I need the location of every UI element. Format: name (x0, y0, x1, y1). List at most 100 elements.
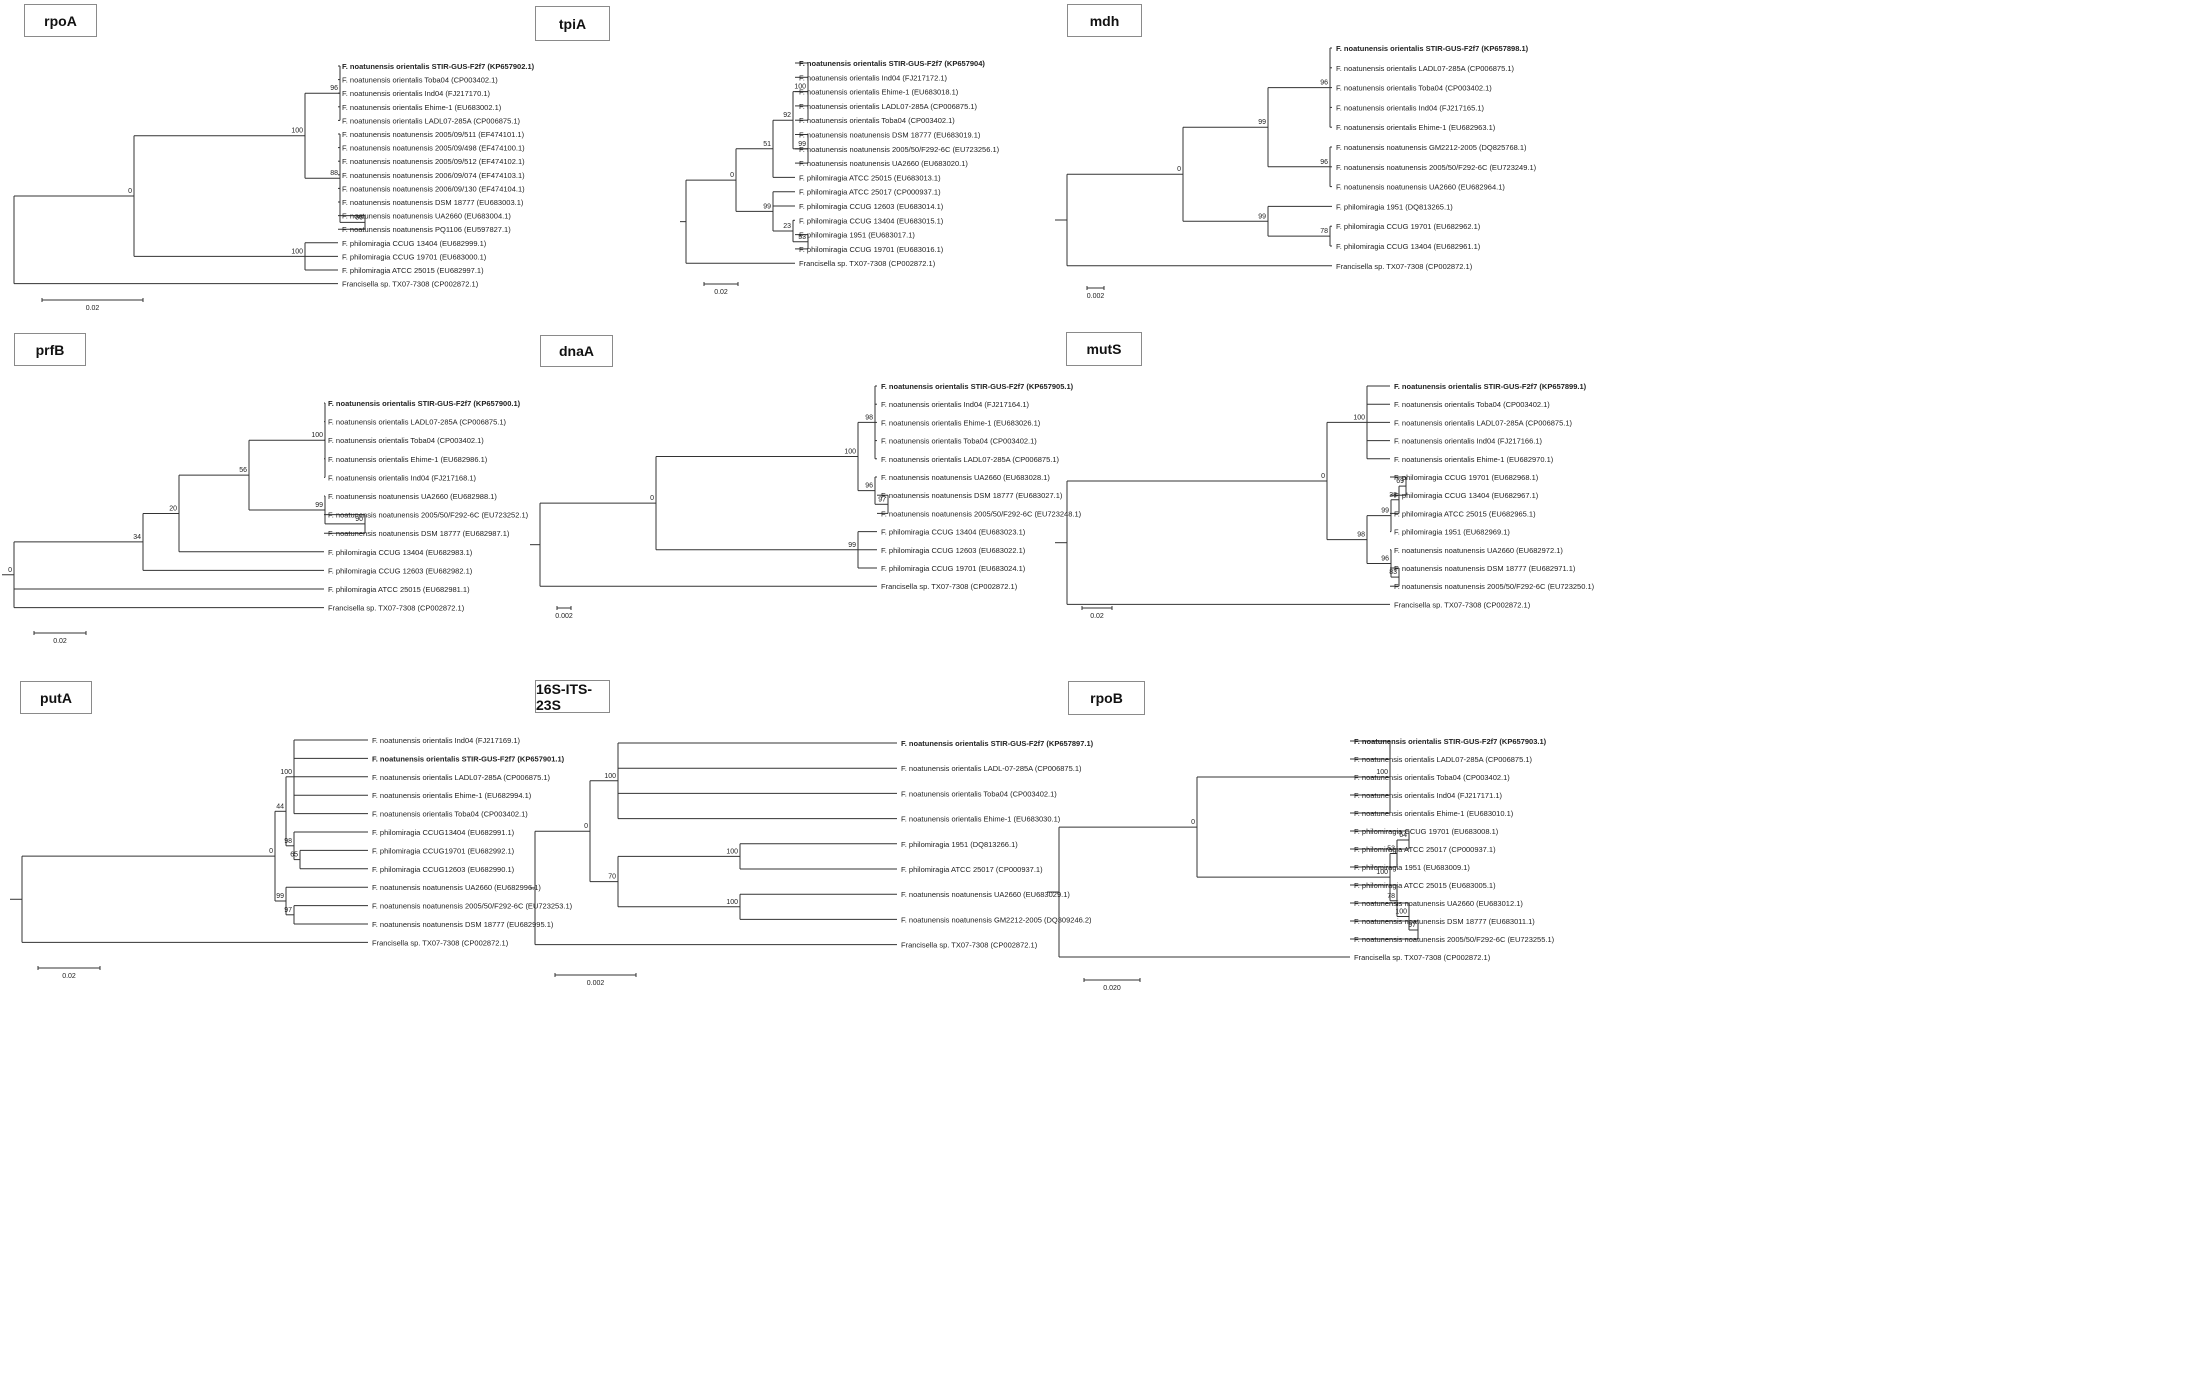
taxon-label: F. philomiragia 1951 (DQ813266.1) (901, 840, 1018, 849)
bootstrap-value: 100 (726, 899, 738, 906)
taxon-label: F. noatunensis orientalis Toba04 (CP0034… (342, 76, 498, 85)
taxon-label: F. noatunensis orientalis Ind04 (FJ21717… (342, 89, 491, 98)
bootstrap-value: 98 (284, 838, 292, 845)
taxon-label: F. noatunensis noatunensis UA2660 (EU682… (1336, 183, 1505, 192)
taxon-label: F. noatunensis noatunensis GM2212-2005 (… (1336, 143, 1527, 152)
bootstrap-value: 90 (355, 516, 363, 523)
gene-label-box: rpoB (1068, 681, 1145, 715)
taxon-label: F. noatunensis noatunensis UA2660 (EU683… (1354, 899, 1523, 908)
taxon-label: F. noatunensis noatunensis UA2660 (EU682… (328, 492, 497, 501)
taxon-label: F. noatunensis orientalis Toba04 (CP0034… (1394, 400, 1550, 409)
bootstrap-value: 100 (291, 128, 303, 135)
bootstrap-value: 83 (1389, 569, 1397, 576)
scale-bar-label: 0.020 (1103, 985, 1121, 992)
taxon-label: F. noatunensis orientalis Ind04 (FJ21716… (1394, 437, 1543, 446)
taxon-label: F. philomiragia CCUG 12603 (EU683022.1) (881, 546, 1026, 555)
taxon-label: F. noatunensis orientalis LADL07-285A (C… (1394, 418, 1573, 427)
taxon-label: F. philomiragia CCUG 13404 (EU682961.1) (1336, 242, 1481, 251)
taxon-label: F. noatunensis orientalis LADL-07-285A (… (901, 764, 1082, 773)
taxon-label: Francisella sp. TX07-7308 (CP002872.1) (1354, 953, 1491, 962)
taxon-label: F. noatunensis noatunensis 2006/09/130 (… (342, 184, 525, 193)
taxon-label: F. philomiragia CCUG 19701 (EU683000.1) (342, 252, 487, 261)
taxon-label: F. noatunensis noatunensis DSM 18777 (EU… (372, 920, 554, 929)
query-strain-label: F. noatunensis orientalis STIR-GUS-F2f7 … (1394, 382, 1587, 391)
bootstrap-value: 51 (763, 141, 771, 148)
taxon-label: F. philomiragia 1951 (DQ813265.1) (1336, 202, 1453, 211)
gene-label-box: rpoA (24, 4, 97, 37)
bootstrap-value: 100 (844, 449, 856, 456)
taxon-label: F. philomiragia CCUG 19701 (EU683016.1) (799, 245, 944, 254)
bootstrap-value: 100 (1353, 414, 1365, 421)
taxon-label: F. noatunensis noatunensis 2005/50/F292-… (328, 511, 529, 520)
bootstrap-value: 96 (1320, 80, 1328, 87)
taxon-label: F. philomiragia CCUG 13404 (EU683023.1) (881, 528, 1026, 537)
taxon-label: F. noatunensis noatunensis UA2660 (EU683… (881, 473, 1050, 482)
bootstrap-value: 100 (280, 769, 292, 776)
taxon-label: F. noatunensis orientalis Ind04 (FJ21716… (372, 736, 521, 745)
taxon-label: F. noatunensis noatunensis UA2660 (EU683… (901, 890, 1070, 899)
bootstrap-value: 100 (291, 248, 303, 255)
taxon-label: F. philomiragia CCUG 19701 (EU683024.1) (881, 564, 1026, 573)
query-strain-label: F. noatunensis orientalis STIR-GUS-F2f7 … (328, 399, 521, 408)
taxon-label: F. noatunensis orientalis Toba04 (CP0034… (328, 436, 484, 445)
taxon-label: Francisella sp. TX07-7308 (CP002872.1) (342, 280, 479, 289)
query-strain-label: F. noatunensis orientalis STIR-GUS-F2f7 … (799, 59, 985, 68)
taxon-label: Francisella sp. TX07-7308 (CP002872.1) (1394, 600, 1531, 609)
taxon-label: F. noatunensis noatunensis 2005/09/511 (… (342, 130, 525, 139)
bootstrap-value: 97 (878, 496, 886, 503)
taxon-label: F. noatunensis orientalis Ehime-1 (EU683… (1354, 809, 1514, 818)
taxon-label: F. philomiragia 1951 (EU683009.1) (1354, 863, 1470, 872)
taxon-label: F. noatunensis orientalis Ind04 (FJ21716… (328, 473, 477, 482)
bootstrap-value: 0 (1191, 819, 1195, 826)
taxon-label: F. noatunensis orientalis LADL07-285A (C… (1354, 755, 1533, 764)
taxon-label: F. noatunensis orientalis LADL07-285A (C… (342, 116, 521, 125)
taxon-label: F. noatunensis noatunensis 2005/50/F292-… (372, 902, 573, 911)
taxon-label: F. philomiragia 1951 (EU683017.1) (799, 231, 915, 240)
bootstrap-value: 92 (783, 112, 791, 119)
taxon-label: F. noatunensis orientalis Ind04 (FJ21716… (881, 400, 1030, 409)
taxon-label: F. noatunensis noatunensis 2005/50/F292-… (1354, 935, 1555, 944)
scale-bar-label: 0.02 (1090, 613, 1104, 620)
bootstrap-value: 100 (1376, 869, 1388, 876)
bootstrap-value: 100 (1395, 909, 1407, 916)
bootstrap-value: 100 (311, 432, 323, 439)
query-strain-label: F. noatunensis orientalis STIR-GUS-F2f7 … (1354, 737, 1547, 746)
taxon-label: F. noatunensis noatunensis DSM 18777 (EU… (328, 529, 510, 538)
taxon-label: F. philomiragia ATCC 25015 (EU682981.1) (328, 585, 470, 594)
taxon-label: F. noatunensis noatunensis 2005/09/512 (… (342, 157, 525, 166)
bootstrap-value: 20 (169, 505, 177, 512)
gene-label-box: dnaA (540, 335, 613, 367)
taxon-label: F. philomiragia ATCC 25017 (CP000937.1) (799, 188, 941, 197)
taxon-label: F. noatunensis orientalis Toba04 (CP0034… (1354, 773, 1510, 782)
taxon-label: F. noatunensis orientalis Toba04 (CP0034… (1336, 84, 1492, 93)
taxon-label: F. philomiragia CCUG 13404 (EU682999.1) (342, 239, 487, 248)
taxon-label: F. noatunensis orientalis Toba04 (CP0034… (881, 437, 1037, 446)
gene-label-box: tpiA (535, 6, 610, 41)
taxon-label: F. noatunensis noatunensis UA2660 (EU683… (799, 159, 968, 168)
bootstrap-value: 98 (865, 414, 873, 421)
bootstrap-value: 88 (330, 170, 338, 177)
taxon-label: F. philomiragia CCUG 19701 (EU683008.1) (1354, 827, 1499, 836)
gene-label-box: mdh (1067, 4, 1142, 37)
taxon-label: F. philomiragia ATCC 25017 (CP000937.1) (1354, 845, 1496, 854)
scale-bar-label: 0.002 (555, 613, 573, 620)
taxon-label: F. noatunensis orientalis Ind04 (FJ21717… (799, 73, 948, 82)
taxon-label: F. noatunensis noatunensis DSM 18777 (EU… (342, 198, 524, 207)
taxon-label: F. philomiragia ATCC 25015 (EU683013.1) (799, 173, 941, 182)
taxon-label: F. noatunensis noatunensis UA2660 (EU683… (342, 212, 511, 221)
bootstrap-value: 0 (128, 188, 132, 195)
taxon-label: Francisella sp. TX07-7308 (CP002872.1) (1336, 262, 1473, 271)
gene-label-box: putA (20, 681, 92, 714)
taxon-label: Francisella sp. TX07-7308 (CP002872.1) (328, 604, 465, 613)
scale-bar-label: 0.002 (1087, 293, 1105, 300)
taxon-label: F. noatunensis orientalis Ehime-1 (EU683… (881, 418, 1041, 427)
taxon-label: F. noatunensis orientalis Ehime-1 (EU683… (342, 103, 502, 112)
bootstrap-value: 97 (284, 907, 292, 914)
taxon-label: F. noatunensis orientalis Ehime-1 (EU682… (1336, 123, 1496, 132)
taxon-label: F. noatunensis noatunensis DSM 18777 (EU… (1394, 564, 1576, 573)
bootstrap-value: 0 (1177, 166, 1181, 173)
bootstrap-value: 96 (865, 483, 873, 490)
taxon-label: Francisella sp. TX07-7308 (CP002872.1) (901, 941, 1038, 950)
taxon-label: F. noatunensis noatunensis DSM 18777 (EU… (799, 131, 981, 140)
taxon-label: F. noatunensis noatunensis 2005/50/F292-… (881, 509, 1082, 518)
